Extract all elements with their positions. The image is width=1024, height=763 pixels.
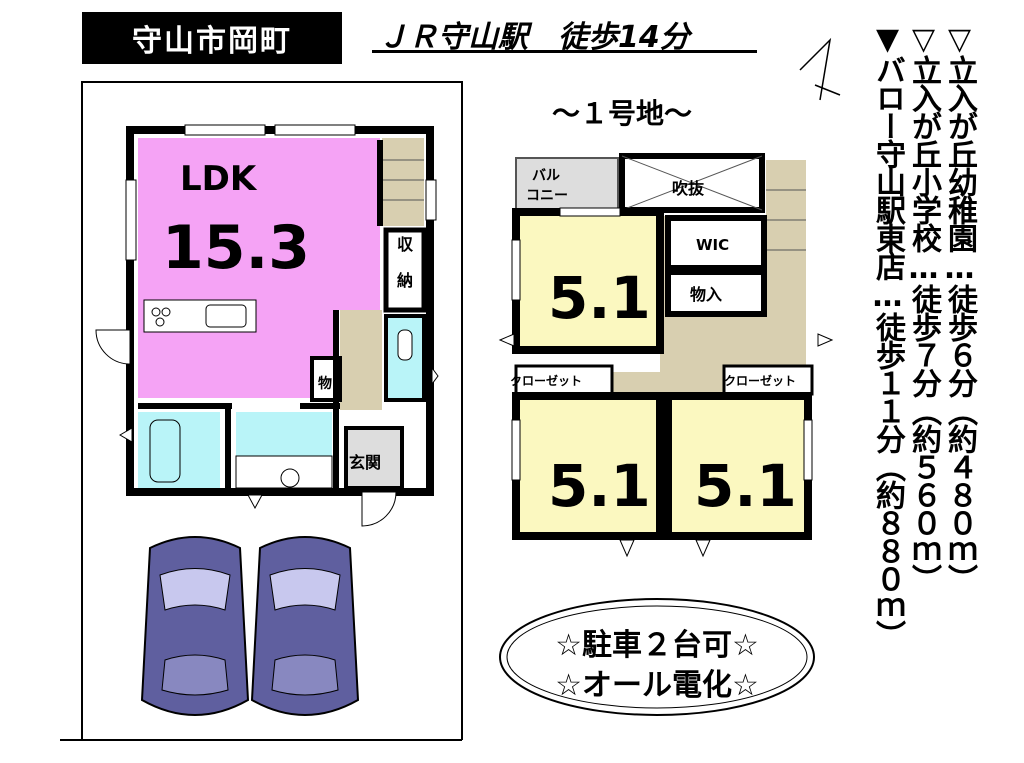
location-title: 守山市岡町 <box>82 12 342 64</box>
compass-icon <box>799 37 841 101</box>
closet-left-label: クローゼット <box>510 373 582 388</box>
entrance-label: 玄関 <box>349 453 381 472</box>
facility-kindergarten: ▽立入が丘幼稚園…徒歩６分（約４８０ｍ） <box>942 22 977 592</box>
ldk-size: 15.3 <box>162 213 310 283</box>
storage-label-hidden: 収納 <box>390 234 420 266</box>
note-oval <box>499 598 815 716</box>
car-icon-2 <box>250 536 360 716</box>
sink-icon <box>280 468 300 488</box>
stairs-2f <box>766 160 806 354</box>
storage-label-2f: 物入 <box>690 285 722 304</box>
station-underline <box>372 50 757 53</box>
facility-supermarket: ▼バロー守山駅東店…徒歩１１分（約８８０ｍ） <box>870 22 905 648</box>
room2-size: 5.1 <box>548 452 651 520</box>
second-floor: バル コニー 吹抜 WIC 物入 クローゼット クローゼット 5.1 5.1 5… <box>498 153 834 558</box>
station-access: ＪＲ守山駅 徒歩14分 <box>378 20 690 55</box>
site-boundary <box>81 81 463 740</box>
first-floor: LDK 15.3 物 玄関 <box>95 124 439 527</box>
hall-1f <box>340 310 382 410</box>
car-icon-1 <box>140 536 250 716</box>
storage-2f <box>665 269 767 317</box>
facility-elementary-school: ▽立入が丘小学校…徒歩７分（約５６０ｍ） <box>906 22 941 592</box>
entrance-area <box>344 426 404 490</box>
balcony <box>515 157 619 211</box>
wic-label: WIC <box>696 236 729 254</box>
storage-label-top: 収 <box>397 235 414 254</box>
balcony-label-1: バル <box>532 168 560 184</box>
lot-title: ～１号地～ <box>552 97 693 130</box>
void-label: 吹抜 <box>672 179 705 198</box>
ldk-area <box>138 138 380 398</box>
storage-room <box>383 227 427 313</box>
closet-right <box>722 364 814 396</box>
parking-note: ☆駐車２台可☆ <box>555 628 759 663</box>
toilet-icon <box>397 329 413 361</box>
bedroom-3 <box>664 392 812 540</box>
closet-label-1f: 物 <box>318 375 332 392</box>
door-swing <box>95 329 131 365</box>
stairs-1f <box>382 138 424 226</box>
electric-note: ☆オール電化☆ <box>555 668 759 703</box>
ldk-label: LDK <box>180 159 258 199</box>
room1-size: 5.1 <box>548 264 651 332</box>
room3-size: 5.1 <box>694 452 797 520</box>
wic <box>665 215 767 271</box>
kitchen-sink-icon <box>205 304 247 328</box>
bathtub-icon <box>149 419 181 483</box>
balcony-label-2: コニー <box>526 188 568 204</box>
storage-label-bottom: 納 <box>397 271 413 290</box>
closet-right-label: クローゼット <box>724 373 796 388</box>
